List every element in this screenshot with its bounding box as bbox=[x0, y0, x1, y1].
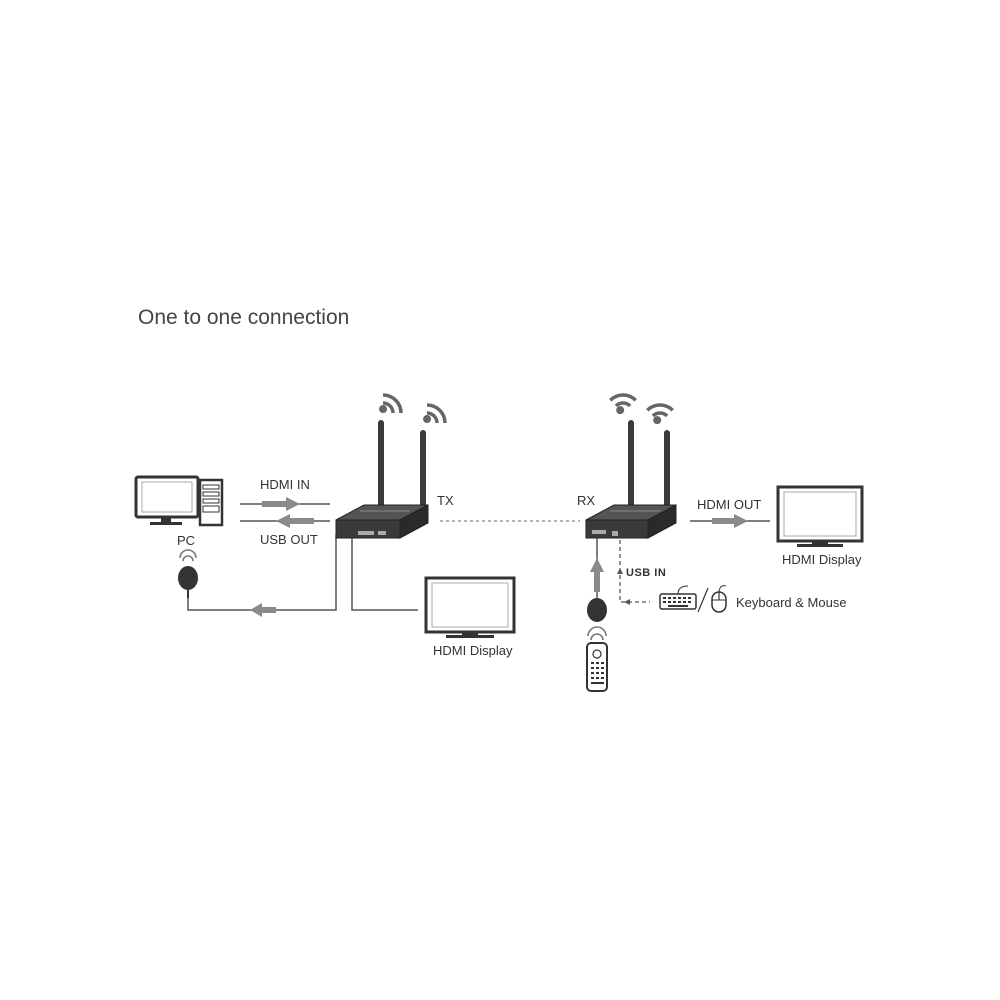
usb-out-label: USB OUT bbox=[260, 532, 318, 547]
hdmi-in-line bbox=[240, 497, 330, 511]
hdmi-in-label: HDMI IN bbox=[260, 477, 310, 492]
wifi-signal-icon bbox=[377, 393, 403, 415]
tx-hdmi-display-label: HDMI Display bbox=[433, 643, 513, 658]
hdmi-out-line bbox=[690, 514, 770, 528]
remote-control-icon bbox=[586, 642, 608, 692]
pc-tower-icon bbox=[198, 478, 224, 527]
keyboard-icon bbox=[659, 585, 697, 610]
pc-monitor-icon bbox=[134, 475, 200, 525]
ir-sensor-icon bbox=[587, 598, 607, 641]
wifi-signal-icon bbox=[421, 403, 447, 425]
rx-hdmi-display-label: HDMI Display bbox=[782, 552, 862, 567]
tx-hdmi-display-icon bbox=[424, 576, 516, 638]
tx-display-line bbox=[351, 535, 418, 611]
diagram-title: One to one connection bbox=[138, 306, 350, 329]
pc-label: PC bbox=[177, 533, 196, 548]
usb-in-label: USB IN bbox=[626, 567, 667, 579]
receiver-icon bbox=[585, 504, 677, 539]
rx-hdmi-display-icon bbox=[776, 485, 864, 547]
keyboard-mouse-label: Keyboard & Mouse bbox=[736, 595, 847, 610]
hdmi-out-label: HDMI OUT bbox=[697, 497, 762, 512]
usb-in-line bbox=[617, 540, 650, 605]
rx-ir-line bbox=[590, 538, 604, 598]
rx-label: RX bbox=[577, 493, 596, 508]
ir-sensor-icon bbox=[178, 549, 198, 598]
tx-antenna bbox=[378, 420, 426, 512]
transmitter-icon bbox=[335, 504, 429, 539]
rx-antenna bbox=[628, 420, 670, 512]
usb-out-line bbox=[240, 514, 330, 528]
wifi-signal-icon bbox=[642, 395, 675, 428]
tx-label: TX bbox=[437, 493, 454, 508]
mouse-icon bbox=[711, 585, 727, 613]
slash-divider bbox=[697, 587, 709, 613]
wifi-signal-icon bbox=[605, 385, 638, 418]
ir-cable-line bbox=[187, 535, 337, 617]
